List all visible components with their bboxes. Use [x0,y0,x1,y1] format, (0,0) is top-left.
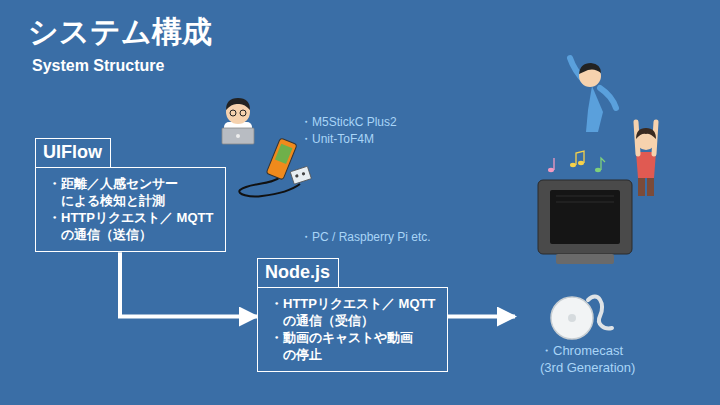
arm [636,122,656,154]
bullet-text: ・距離／人感センサー による検知と計測 [48,175,226,209]
leg [647,178,654,196]
note-stem [601,158,605,170]
exercising-person [570,58,616,132]
laptop [222,128,254,144]
cable [239,176,300,197]
bullet-text: ・HTTPリクエスト／ MQTT の通信（受信） [270,295,448,329]
note-stem [576,151,584,165]
flow-arrow [120,252,257,316]
m5stick-device [239,138,311,197]
sensor-lens [301,172,305,176]
tv-screen [550,190,620,244]
music-notes [548,151,605,172]
process-box: Node.js・HTTPリクエスト／ MQTT の通信（受信）・動画のキャストや… [257,258,448,372]
tv-body [538,180,632,254]
tv-stand [556,254,614,264]
subtitle: System Structure [32,57,165,75]
chromecast-device [551,297,612,339]
glasses [230,110,236,116]
person-at-laptop [222,98,254,144]
note [570,163,576,167]
chromecast-logo [568,314,576,322]
box-heading: UIFlow [35,138,111,168]
hair [636,128,656,139]
m5stick-screen [275,144,292,164]
box-body: ・距離／人感センサー による検知と計測・HTTPリクエスト／ MQTT の通信（… [35,167,226,253]
box-body: ・HTTPリクエスト／ MQTT の通信（受信）・動画のキャストや動画 の停止 [257,287,448,373]
tv-reflection [556,196,614,202]
process-box: UIFlow・距離／人感センサー による検知と計測・HTTPリクエスト／ MQT… [35,138,226,252]
device-label: ・Chromecast (3rd Generation) [540,343,648,377]
part-name: ・M5StickC Plus2 [300,114,397,131]
sensor-lens [295,174,299,178]
arm [600,88,616,108]
body [586,86,603,132]
chromecast-body [551,297,593,339]
box-heading: Node.js [257,258,339,288]
exercising-person [636,122,656,196]
bullet-text: ・動画のキャストや動画 の停止 [270,329,448,363]
page-title: システム構成 [28,12,212,53]
tof-sensor [290,166,311,184]
flow-arrow [448,315,515,319]
device-node: ・Chromecast (3rd Generation) [515,285,655,385]
leg [638,178,645,196]
hair [579,63,601,74]
note-stem [553,158,554,170]
part-name: ・PC / Raspberry Pi etc. [300,229,431,246]
television [538,180,632,264]
laptop-logo [236,134,240,138]
part-name: ・Unit-ToF4M [300,131,374,148]
bullet-text: ・HTTPリクエスト／ MQTT の通信（送信） [48,209,226,243]
note [578,161,584,165]
note [595,168,601,172]
hair [226,98,250,110]
glasses [240,110,246,116]
note [548,168,554,172]
